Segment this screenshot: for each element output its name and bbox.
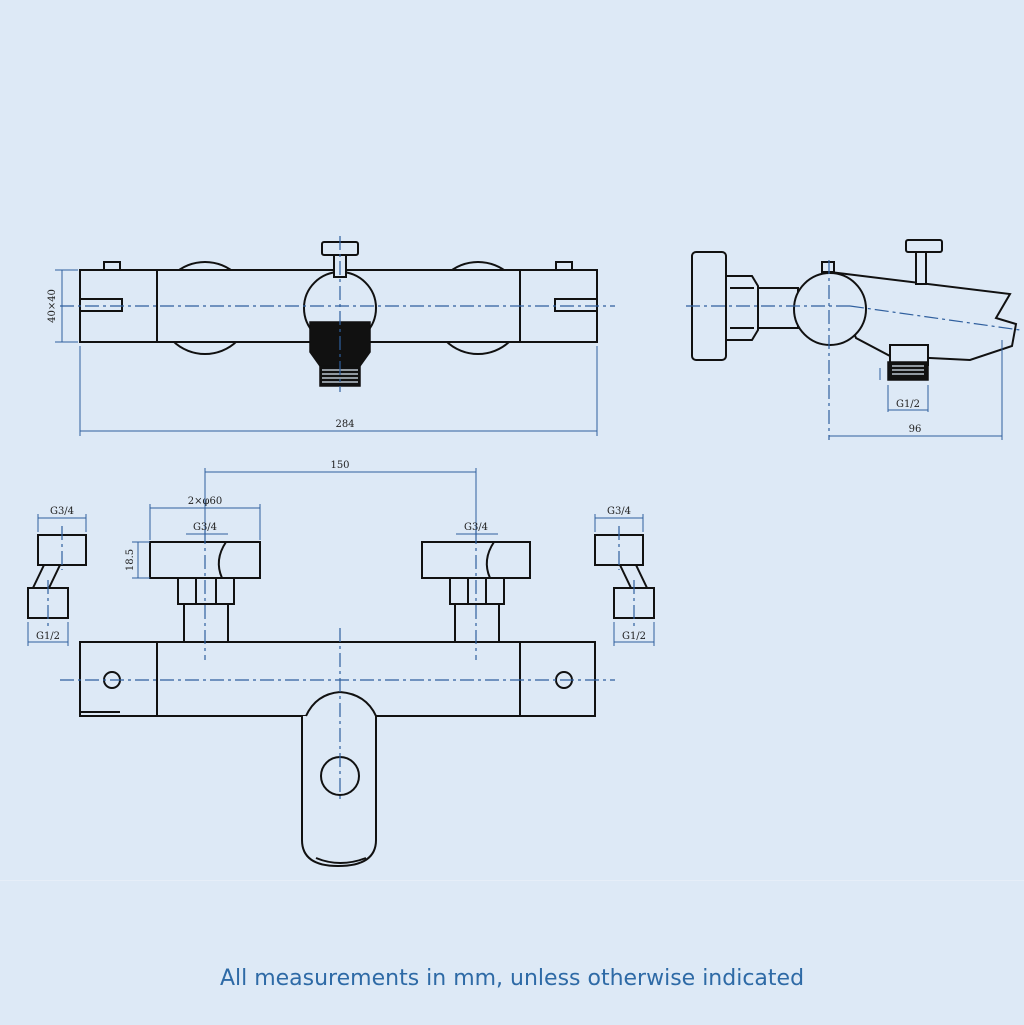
front-height-dimension: 40×40 — [47, 289, 58, 323]
front-side-tab-left — [79, 298, 123, 312]
plates-dimension: 2×φ60 — [188, 496, 222, 507]
left-inlet-stem — [183, 603, 229, 645]
front-view: 40×40 284 — [47, 236, 615, 436]
side-body — [793, 272, 867, 346]
side-spout — [828, 270, 1018, 362]
side-top-nub — [821, 261, 835, 273]
right-elbow-bottom-dimension: G1/2 — [622, 631, 646, 642]
plate-depth-dimension: 18.5 — [125, 549, 136, 571]
side-diverter-knob — [905, 239, 943, 253]
inlet-right-dimension: G3/4 — [464, 522, 488, 533]
left-elbow-neck — [30, 564, 62, 591]
centres-dimension: 150 — [330, 460, 349, 471]
right-elbow-top-dimension: G3/4 — [607, 506, 631, 517]
front-side-tab-right — [554, 298, 598, 312]
side-pipe — [757, 287, 799, 329]
side-view: G1/2 96 — [686, 239, 1021, 440]
right-inlet-stem — [454, 603, 500, 645]
footer-band — [0, 880, 1024, 1025]
side-outlet-dimension: G1/2 — [896, 399, 920, 410]
side-connector-nut — [725, 275, 759, 341]
right-elbow: G3/4 G1/2 — [594, 506, 655, 646]
measurement-note: All measurements in mm, unless otherwise… — [219, 966, 805, 991]
inlet-left-dimension: G3/4 — [193, 522, 217, 533]
right-inlet-nut — [449, 577, 505, 605]
left-inlet-nut — [177, 577, 235, 605]
side-diverter-stem — [915, 251, 927, 285]
left-elbow-bottom-dimension: G1/2 — [36, 631, 60, 642]
side-outlet-thread — [887, 361, 929, 381]
left-elbow: G3/4 G1/2 — [27, 506, 87, 646]
bottom-view: 150 2×φ60 G3/4 G3/4 18.5 — [60, 460, 615, 868]
front-length-dimension: 284 — [335, 419, 354, 430]
side-depth-dimension: 96 — [909, 424, 922, 435]
left-elbow-top-dimension: G3/4 — [50, 506, 74, 517]
